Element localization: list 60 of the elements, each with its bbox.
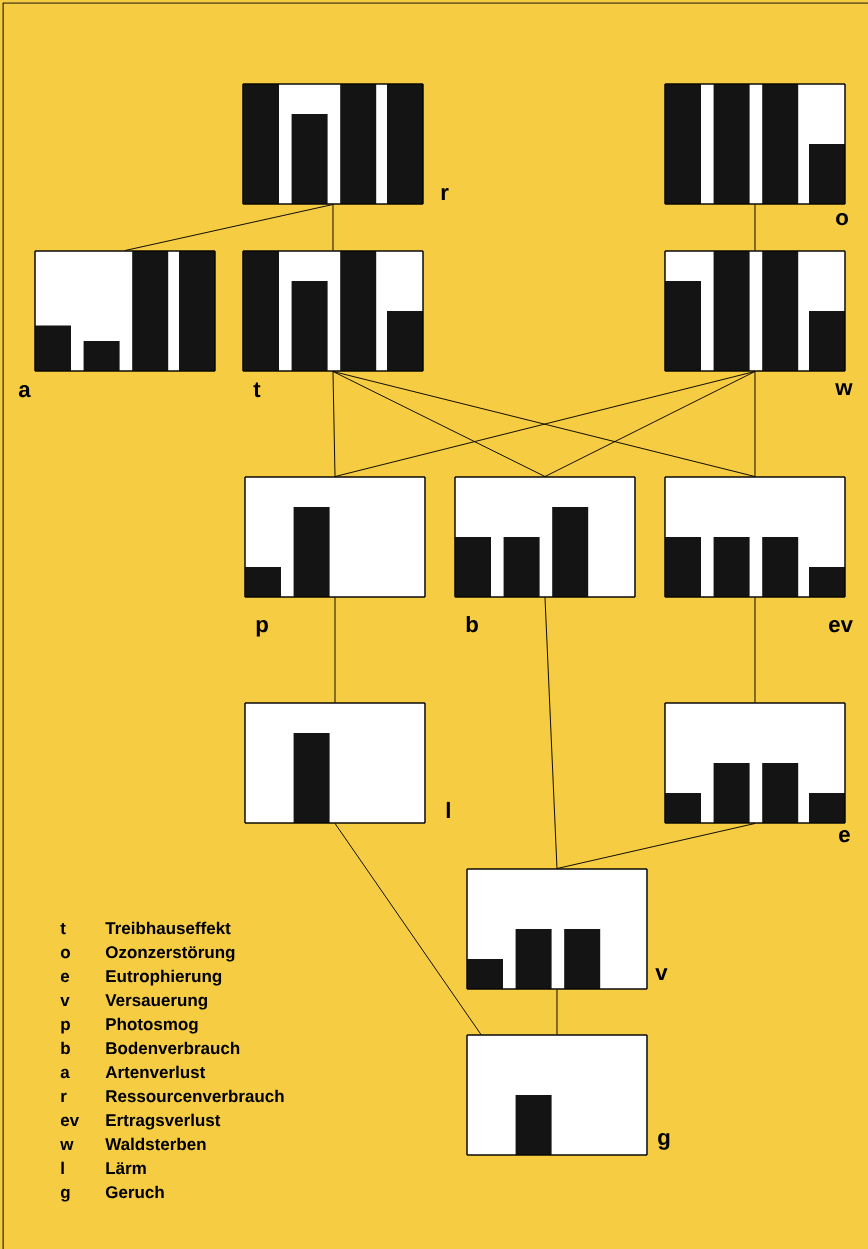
key-letter: r — [61, 1092, 67, 1102]
box-letter: w — [835, 383, 853, 395]
key-letter: l — [61, 1161, 64, 1174]
key-term: Geruch — [105, 1185, 164, 1199]
bar-chart-box — [242, 83, 424, 205]
box-letter: l — [446, 801, 450, 818]
key-term: Ertragsverlust — [106, 1113, 221, 1130]
key-term: Artenverlust — [105, 1065, 206, 1079]
key-term: Bodenverbrauch — [106, 1041, 240, 1055]
box-letter: r — [441, 188, 449, 200]
key-term: Photosmog — [106, 1017, 198, 1034]
key-term: Treibhauseffekt — [105, 921, 231, 935]
key-letter: a — [60, 1068, 70, 1079]
key-term: Eutrophierung — [106, 969, 222, 986]
bar-chart-box — [454, 476, 636, 598]
box-letter: g — [658, 1133, 670, 1150]
connector-line — [334, 823, 482, 1035]
box-letter: o — [836, 213, 848, 226]
connector-line — [332, 204, 334, 251]
key-letter: o — [60, 948, 70, 959]
bar-chart-box — [34, 250, 216, 372]
bar-chart-box — [242, 250, 424, 372]
box-letter: a — [18, 385, 31, 398]
key-letter: b — [61, 1041, 70, 1055]
key-term: Waldsterben — [105, 1137, 206, 1151]
connector-line — [556, 823, 756, 869]
bar-chart-box — [664, 250, 846, 372]
bar-chart-box — [244, 702, 426, 824]
bar-chart-box — [466, 868, 648, 990]
connector-line — [754, 597, 756, 703]
connector-line — [332, 371, 336, 477]
connector-line — [544, 371, 756, 477]
key-letter: ev — [60, 1116, 80, 1127]
box-letter: p — [256, 620, 268, 637]
key-letter: p — [61, 1020, 70, 1034]
connector-line — [124, 204, 334, 251]
box-letter: e — [839, 830, 850, 843]
key-letter: v — [60, 997, 70, 1006]
key-term: Ozonzerstörung — [105, 946, 235, 962]
key-term: Lärm — [106, 1162, 146, 1175]
connector-line — [754, 371, 756, 477]
key-letter: g — [60, 1188, 70, 1202]
box-letter: ev — [829, 620, 853, 633]
key-letter: w — [60, 1141, 74, 1150]
key-term: Versauerung — [105, 994, 207, 1010]
bar-chart-box — [664, 702, 846, 824]
box-letter: v — [655, 968, 668, 980]
key-letter: t — [60, 922, 66, 935]
bar-chart-box — [664, 83, 846, 205]
box-letter: b — [466, 615, 478, 633]
key-letter: e — [60, 972, 70, 983]
bar-chart-box — [664, 476, 846, 598]
connector-line — [334, 597, 336, 703]
key-term: Ressourcenverbrauch — [106, 1089, 284, 1103]
bar-chart-box — [244, 476, 426, 598]
connector-line — [754, 204, 756, 251]
connector-line — [556, 989, 558, 1035]
box-letter: t — [253, 382, 261, 398]
bar-chart-box — [466, 1034, 648, 1156]
connector-line — [544, 597, 558, 869]
